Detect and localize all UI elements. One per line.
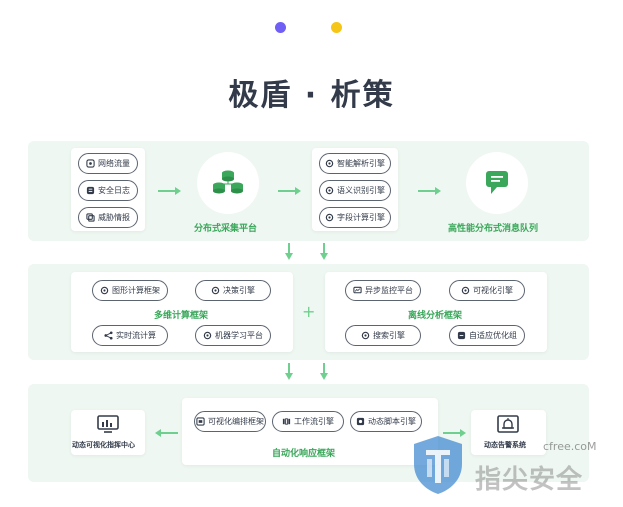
- offline-pill-visual-engine[interactable]: 可视化引擎: [449, 280, 525, 301]
- plus-icon: +: [302, 302, 316, 321]
- gear-icon: [211, 286, 220, 295]
- gear-icon: [100, 286, 109, 295]
- gear-icon: [325, 213, 334, 222]
- yellow-dot: [331, 22, 342, 33]
- log-icon: [86, 186, 95, 195]
- chat-bubble-icon: [486, 171, 508, 194]
- multi-pill-decision[interactable]: 决策引擎: [195, 280, 271, 301]
- offline-item-label: 异步监控平台: [365, 286, 413, 295]
- multi-item-label: 决策引擎: [223, 286, 255, 295]
- offline-pill-search[interactable]: 搜索引擎: [345, 325, 421, 346]
- orchestration-icon: [196, 417, 205, 426]
- arrow-right-2: [278, 187, 301, 195]
- response-pill-script[interactable]: 动态脚本引擎: [350, 411, 422, 432]
- multi-item-label: 实时流计算: [116, 331, 156, 340]
- arrow-right-4: [443, 429, 466, 437]
- arrow-right-1: [158, 187, 181, 195]
- purple-dot: [275, 22, 286, 33]
- arrow-down-2: [320, 243, 328, 260]
- offline-pill-async-monitor[interactable]: 异步监控平台: [345, 280, 421, 301]
- network-icon: [86, 159, 95, 168]
- engine-pill-field-calc[interactable]: 字段计算引擎: [319, 207, 391, 228]
- engine-pill-smart-parse[interactable]: 智能解析引擎: [319, 153, 391, 174]
- shield-logo-icon: [414, 436, 462, 494]
- engine-label: 智能解析引擎: [337, 159, 385, 168]
- multi-pill-graph[interactable]: 图形计算框架: [92, 280, 168, 301]
- arrow-right-3: [418, 187, 441, 195]
- offline-pill-adaptive[interactable]: 自适应优化组: [449, 325, 525, 346]
- engine-label: 语义识别引擎: [337, 186, 385, 195]
- engine-label: 字段计算引擎: [337, 213, 385, 222]
- response-item-label: 可视化编排框架: [208, 417, 264, 426]
- gear-icon: [325, 159, 334, 168]
- offline-item-label: 搜索引擎: [373, 331, 405, 340]
- workflow-icon: [282, 418, 291, 425]
- source-label: 网络流量: [98, 159, 130, 168]
- collection-platform-circle: [197, 152, 259, 214]
- multi-item-label: 图形计算框架: [112, 286, 160, 295]
- source-pill-threat-intel[interactable]: 威胁情报: [78, 207, 138, 228]
- page-title: 极盾 · 析策: [228, 78, 395, 113]
- engine-pill-semantic[interactable]: 语义识别引擎: [319, 180, 391, 201]
- offline-item-label: 自适应优化组: [469, 331, 517, 340]
- multi-pill-stream[interactable]: 实时流计算: [92, 325, 168, 346]
- script-icon: [356, 417, 365, 426]
- response-pill-workflow[interactable]: 工作流引擎: [272, 411, 344, 432]
- source-label: 威胁情报: [98, 213, 130, 222]
- response-item-label: 工作流引擎: [294, 417, 334, 426]
- arrow-down-4: [320, 363, 328, 380]
- response-pill-orchestration[interactable]: 可视化编排框架: [194, 411, 266, 432]
- response-item-label: 动态脚本引擎: [368, 417, 416, 426]
- watermark-url: cfree.coM: [543, 440, 597, 453]
- gear-icon: [361, 331, 370, 340]
- offline-item-label: 可视化引擎: [473, 286, 513, 295]
- gear-icon: [325, 186, 334, 195]
- message-queue-circle: [466, 152, 528, 214]
- arrow-down-1: [285, 243, 293, 260]
- visual-command-label: 动态可视化指挥中心: [72, 441, 135, 449]
- collection-platform-label: 分布式采集平台: [194, 224, 258, 234]
- layers-icon: [457, 331, 466, 340]
- arrow-left: [155, 429, 178, 437]
- dashboard-icon: [96, 414, 120, 434]
- source-label: 安全日志: [98, 186, 130, 195]
- alarm-icon: [496, 414, 520, 434]
- auto-response-label: 自动化响应框架: [272, 449, 336, 459]
- multi-compute-label: 多维计算框架: [154, 311, 209, 321]
- multi-pill-ml[interactable]: 机器学习平台: [195, 325, 271, 346]
- share-icon: [104, 331, 113, 340]
- source-pill-network-traffic[interactable]: 网络流量: [78, 153, 138, 174]
- gear-icon: [461, 286, 470, 295]
- arrow-down-3: [285, 363, 293, 380]
- message-queue-label: 高性能分布式消息队列: [448, 224, 539, 234]
- gear-icon: [203, 331, 212, 340]
- alert-system-label: 动态告警系统: [484, 441, 526, 449]
- threat-icon: [86, 213, 95, 222]
- offline-analysis-label: 离线分析框架: [408, 311, 463, 321]
- database-cluster-icon: [213, 170, 243, 194]
- watermark-text: 指尖安全: [475, 465, 584, 495]
- monitor-icon: [353, 286, 362, 294]
- source-pill-security-log[interactable]: 安全日志: [78, 180, 138, 201]
- multi-item-label: 机器学习平台: [215, 331, 263, 340]
